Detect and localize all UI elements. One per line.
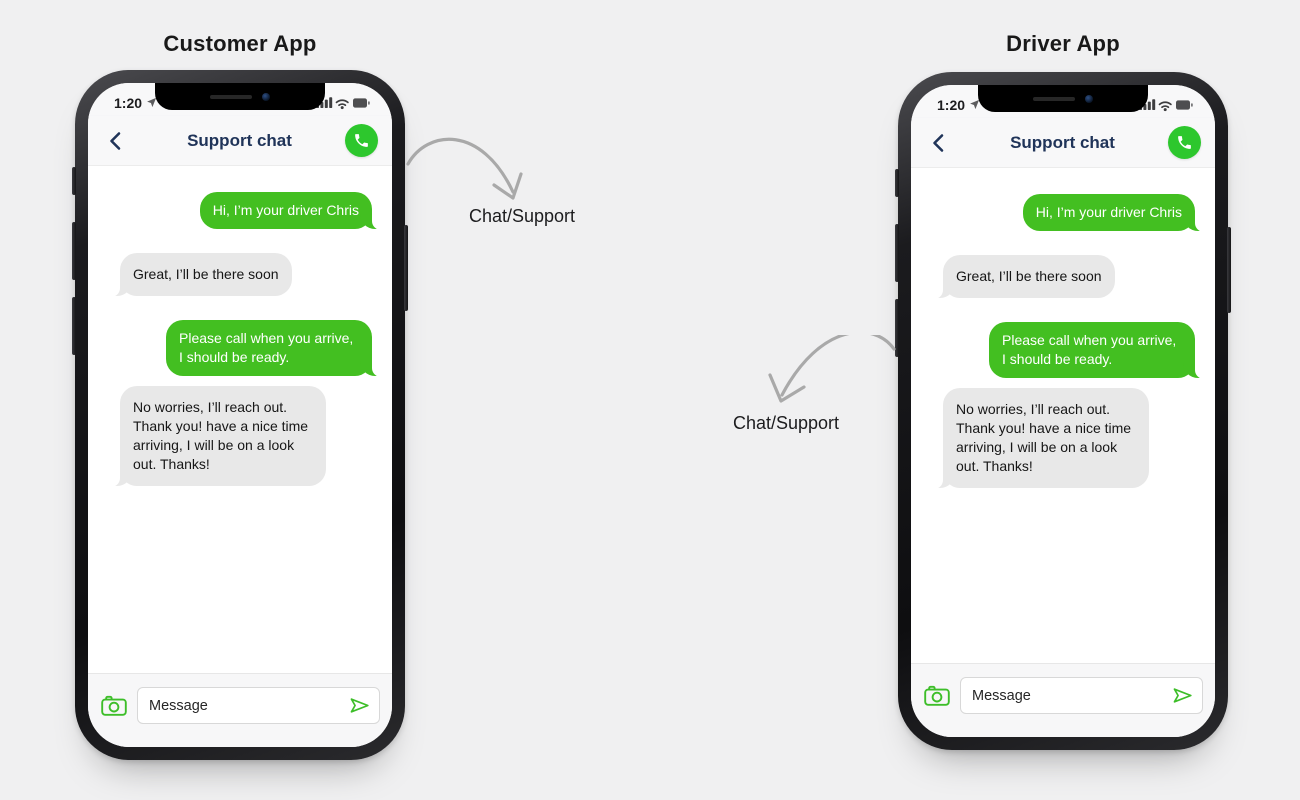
driver-app-title: Driver App [1006,31,1120,56]
message-input-wrap [960,677,1203,714]
message-input-wrap [137,687,380,724]
send-button[interactable] [347,695,371,717]
camera-button[interactable] [923,677,951,714]
location-icon [147,97,157,108]
chat-header: Support chat [88,116,392,166]
status-time: 1:20 [114,94,143,111]
status-icons [316,96,370,109]
message-bubble: Please call when you arrive, I should be… [989,322,1204,379]
flow-label-chat-support: Chat/Support [468,206,576,226]
battery-icon [1176,99,1193,110]
message-bubble: Please call when you arrive, I should be… [166,320,381,377]
power-button [1227,227,1231,313]
volume-down-button [72,297,76,355]
chat-area[interactable]: Hi, I’m your driver Chris Great, I’ll be… [88,166,392,673]
speaker-slot [210,94,252,99]
message-composer [911,663,1215,737]
notch [978,85,1148,112]
customer-phone-mockup: 1:20 [72,70,408,760]
wifi-icon [1158,100,1172,108]
power-button [404,225,408,311]
message-input[interactable] [137,687,380,724]
chat-area[interactable]: Hi, I’m your driver Chris Great, I’ll be… [911,168,1215,663]
battery-icon [353,97,370,108]
chat-header-title: Support chat [1010,132,1115,152]
send-icon [350,698,369,713]
send-icon [1173,688,1192,703]
flow-arrow-left-to-label [406,137,523,200]
chat-header-title: Support chat [187,130,292,150]
flow-label-chat-support: Chat/Support [732,413,840,433]
message-bubble: Great, I’ll be there soon [934,255,1115,299]
message-bubble: Hi, I’m your driver Chris [1022,194,1205,232]
volume-up-button [72,222,76,280]
message-bubble: No worries, I’ll reach out. Thank you! h… [934,388,1149,489]
driver-phone-mockup: 1:20 [895,72,1231,750]
location-icon [970,99,980,110]
message-composer [88,673,392,747]
phone-icon [355,134,368,147]
front-camera [262,92,270,101]
status-time: 1:20 [937,96,966,113]
notch [155,83,325,110]
message-bubble: No worries, I’ll reach out. Thank you! h… [111,386,326,487]
mute-switch [895,169,899,197]
chevron-left-icon [110,131,121,150]
mute-switch [72,167,76,195]
camera-icon [101,695,127,716]
customer-app-title: Customer App [163,31,317,56]
phone-screen: 1:20 [88,83,392,747]
call-button[interactable] [345,124,378,157]
chat-header: Support chat [911,118,1215,168]
wifi-dot [1163,107,1167,111]
wifi-dot [340,105,344,109]
wifi-icon [335,98,349,106]
back-button[interactable] [108,128,134,154]
camera-button[interactable] [100,687,128,724]
send-button[interactable] [1170,685,1194,707]
speaker-slot [1033,96,1075,101]
message-input[interactable] [960,677,1203,714]
back-button[interactable] [931,130,957,156]
front-camera [1085,94,1093,103]
chevron-left-icon [933,133,944,152]
message-bubble: Great, I’ll be there soon [111,253,292,297]
camera-icon [924,685,950,706]
message-bubble: Hi, I’m your driver Chris [199,192,382,230]
call-button[interactable] [1168,126,1201,159]
volume-up-button [895,224,899,282]
phone-icon [1178,136,1191,149]
flow-arrow-right-to-label [768,335,896,403]
phone-screen: 1:20 [911,85,1215,737]
status-icons [1139,98,1193,111]
volume-down-button [895,299,899,357]
